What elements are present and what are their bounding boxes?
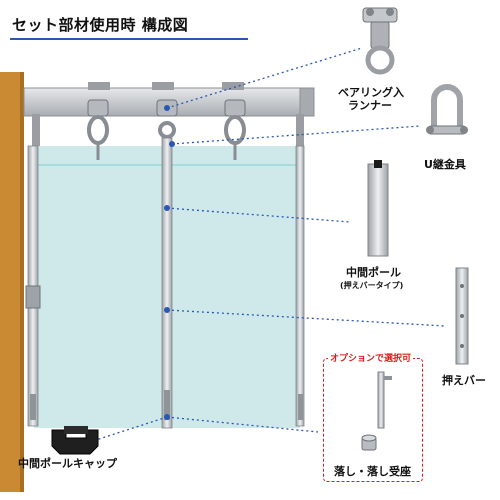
label-middle-pole-cap: 中間ポールキャップ [18,457,117,470]
glass-panel-left [34,146,162,428]
label-press-bar: 押えバー [442,374,486,387]
drop-bolt-part [361,371,392,451]
glass-panel-right [170,146,300,428]
bearing-runner-part [362,7,398,75]
label-bearing-runner-2: ランナー [348,99,392,112]
label-u-fitting: U継金具 [424,158,466,171]
door-handle [25,285,41,309]
press-bar-part [455,267,469,365]
label-drop-bolt: 落し・落し受座 [334,465,411,478]
label-middle-pole: 中間ポール [346,266,401,279]
option-note: オプションで選択可 [328,351,414,364]
title-underline [10,38,248,40]
runner-3 [224,99,246,160]
label-middle-pole-sub: (押えバータイプ) [340,281,404,290]
page-title: セット部材使用時 構成図 [12,16,189,34]
middle-pole [161,137,173,429]
runner-1 [87,99,109,160]
middle-pole-cap-part [51,426,99,455]
right-pole [295,145,305,427]
u-fitting-part [426,84,468,135]
middle-pole-part [367,160,389,257]
label-bearing-runner-1: ベアリング入 [338,86,404,99]
